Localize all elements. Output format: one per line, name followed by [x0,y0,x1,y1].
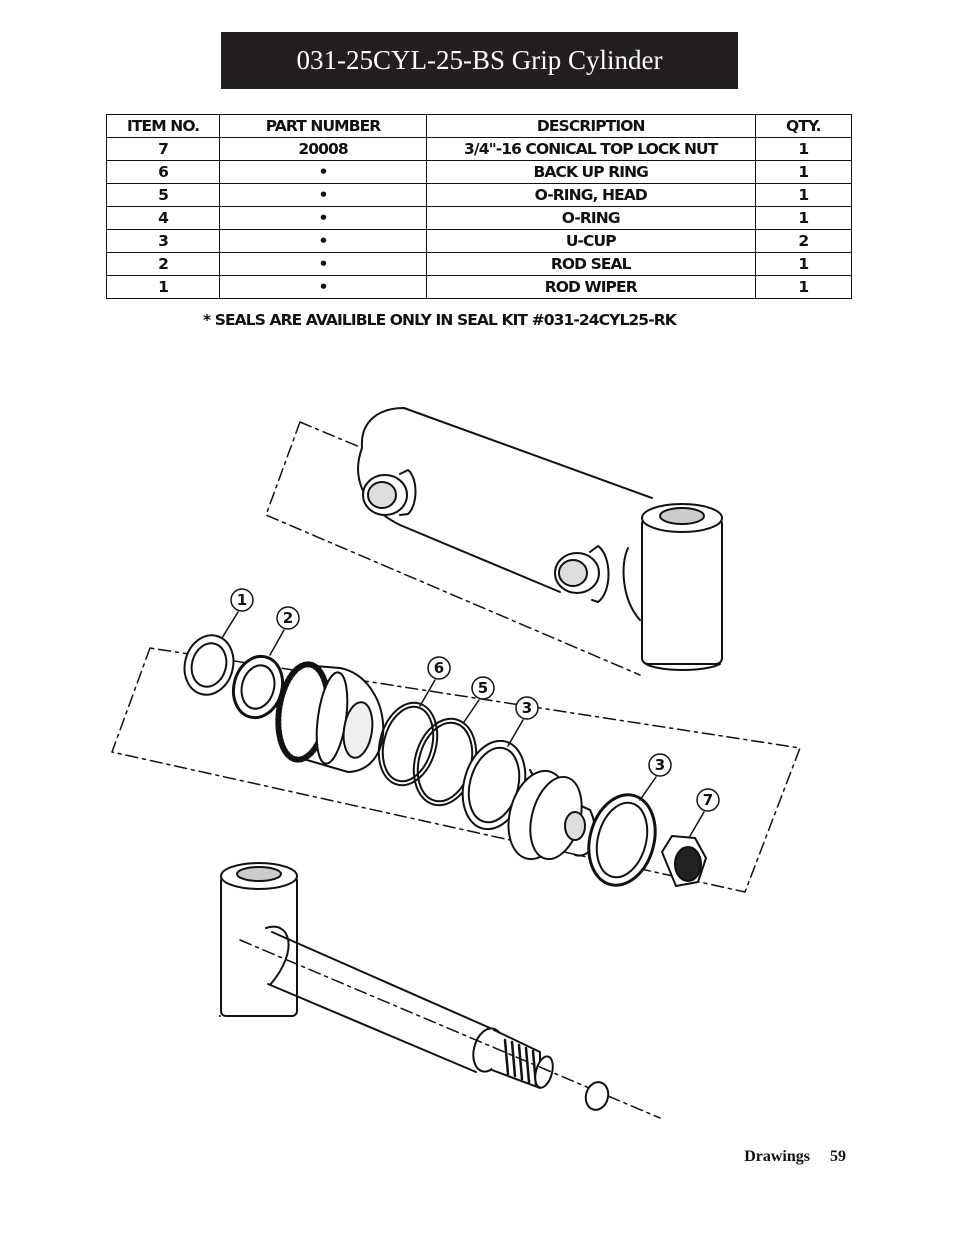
parts-table: ITEM NO. PART NUMBER DESCRIPTION QTY. 7 … [105,114,853,299]
callout-6: 6 [434,659,444,677]
table-row: 4 • O-RING 1 [105,206,853,230]
table-row: 6 • BACK UP RING 1 [105,160,853,184]
callout-3b: 3 [655,756,665,774]
cell-description: ROD SEAL [425,252,756,276]
table-row: 7 20008 3/4"-16 CONICAL TOP LOCK NUT 1 [105,137,853,161]
footer-section: Drawings [744,1148,810,1165]
cell-part-number: • [219,252,427,276]
cell-part-number: • [219,160,427,184]
callout-7: 7 [703,791,713,809]
cell-qty: 2 [754,229,853,253]
callout-1: 1 [237,591,247,609]
seal-kit-footnote: * SEALS ARE AVAILIBLE ONLY IN SEAL KIT #… [203,311,677,329]
cell-part-number: • [219,229,427,253]
piston-u-cup-part [587,793,657,887]
cell-item-no: 2 [105,252,221,276]
cell-description: O-RING, HEAD [425,183,756,207]
table-row: 3 • U-CUP 2 [105,229,853,253]
header-item-no: ITEM NO. [105,114,221,138]
cell-part-number: 20008 [219,137,427,161]
page-title: 031-25CYL-25-BS Grip Cylinder [221,32,738,89]
cell-description: 3/4"-16 CONICAL TOP LOCK NUT [425,137,756,161]
callout-3a: 3 [522,699,532,717]
cell-part-number: • [219,206,427,230]
callout-5: 5 [478,679,488,697]
cylinder-barrel [265,407,723,676]
table-header-row: ITEM NO. PART NUMBER DESCRIPTION QTY. [105,114,853,138]
cell-item-no: 7 [105,137,221,161]
cell-description: BACK UP RING [425,160,756,184]
cell-part-number: • [219,275,427,299]
head-gland-part [275,661,385,773]
rod-wiper-part [183,634,235,696]
callout-2: 2 [283,609,293,627]
cell-item-no: 1 [105,275,221,299]
page-footer: Drawings 59 [744,1148,846,1166]
cell-qty: 1 [754,275,853,299]
back-up-ring-part [377,701,439,787]
cell-qty: 1 [754,160,853,184]
piston-rod [219,862,661,1119]
lock-nut-part [661,835,707,887]
page-number: 59 [830,1148,846,1165]
piston-part [507,769,596,861]
table-row: 1 • ROD WIPER 1 [105,275,853,299]
cell-qty: 1 [754,252,853,276]
header-description: DESCRIPTION [425,114,756,138]
cell-description: ROD WIPER [425,275,756,299]
table-row: 2 • ROD SEAL 1 [105,252,853,276]
